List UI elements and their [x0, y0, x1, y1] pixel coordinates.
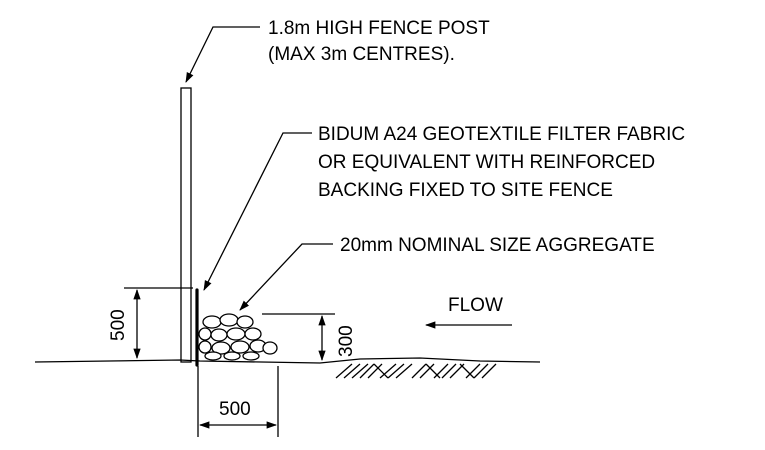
- leader-aggregate: [239, 243, 333, 311]
- label-flow: FLOW: [448, 295, 503, 316]
- label-fabric-line2: OR EQUIVALENT WITH REINFORCED: [318, 152, 655, 173]
- leader-geotextile: [203, 132, 312, 291]
- label-fence-post-line1: 1.8m HIGH FENCE POST: [268, 18, 490, 39]
- label-fence-post-line2: (MAX 3m CENTRES).: [268, 44, 455, 65]
- label-aggregate: 20mm NOMINAL SIZE AGGREGATE: [340, 235, 655, 256]
- dimension-fabric-height: [124, 287, 193, 360]
- label-fabric-line1: BIDUM A24 GEOTEXTILE FILTER FABRIC: [318, 124, 685, 145]
- aggregate-rocks: [198, 313, 278, 361]
- leader-fence-post: [185, 26, 260, 83]
- dim-aggregate-width: 500: [219, 399, 251, 420]
- dimension-aggregate-height: [262, 313, 335, 362]
- label-fabric-line3: BACKING FIXED TO SITE FENCE: [318, 180, 613, 201]
- dim-fabric-height: 500: [108, 309, 129, 341]
- fence-post: [180, 87, 192, 363]
- ground-line: [34, 357, 541, 364]
- ground-hatching: [335, 363, 497, 379]
- dimension-aggregate-width: [197, 366, 279, 437]
- dim-aggregate-height: 300: [336, 325, 357, 357]
